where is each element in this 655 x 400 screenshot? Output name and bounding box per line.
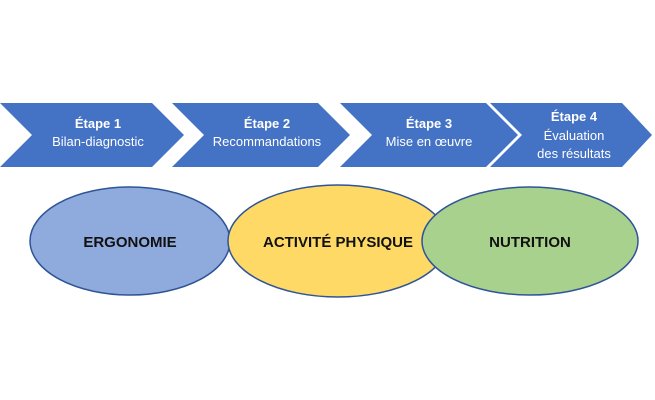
step-1-title: Étape 1 bbox=[75, 116, 121, 131]
step-3-line-1: Mise en œuvre bbox=[386, 134, 473, 149]
nutrition-label: NUTRITION bbox=[489, 234, 571, 251]
chevron-shape-2 bbox=[172, 103, 350, 167]
ergonomie-label: ERGONOMIE bbox=[83, 234, 176, 251]
step-2-title: Étape 2 bbox=[244, 116, 290, 131]
step-4-line-2: des résultats bbox=[537, 146, 611, 161]
chevron-shape-1 bbox=[0, 103, 184, 167]
step-chevron-2: Étape 2 Recommandations bbox=[172, 103, 350, 167]
step-3-title: Étape 3 bbox=[406, 116, 452, 131]
step-2-line-1: Recommandations bbox=[213, 134, 322, 149]
activite-physique-label: ACTIVITÉ PHYSIQUE bbox=[263, 234, 413, 251]
step-4-title: Étape 4 bbox=[551, 109, 598, 124]
step-4-line-1: Évaluation bbox=[544, 128, 605, 143]
chevron-shape-4 bbox=[490, 103, 652, 167]
chevron-shape-3 bbox=[340, 103, 518, 167]
step-chevron-3: Étape 3 Mise en œuvre bbox=[340, 103, 518, 167]
step-1-line-1: Bilan-diagnostic bbox=[52, 134, 144, 149]
step-chevron-4: Étape 4 Évaluation des résultats bbox=[490, 103, 652, 167]
nutrition-ellipse bbox=[421, 186, 639, 296]
step-chevron-1: Étape 1 Bilan-diagnostic bbox=[0, 103, 184, 167]
